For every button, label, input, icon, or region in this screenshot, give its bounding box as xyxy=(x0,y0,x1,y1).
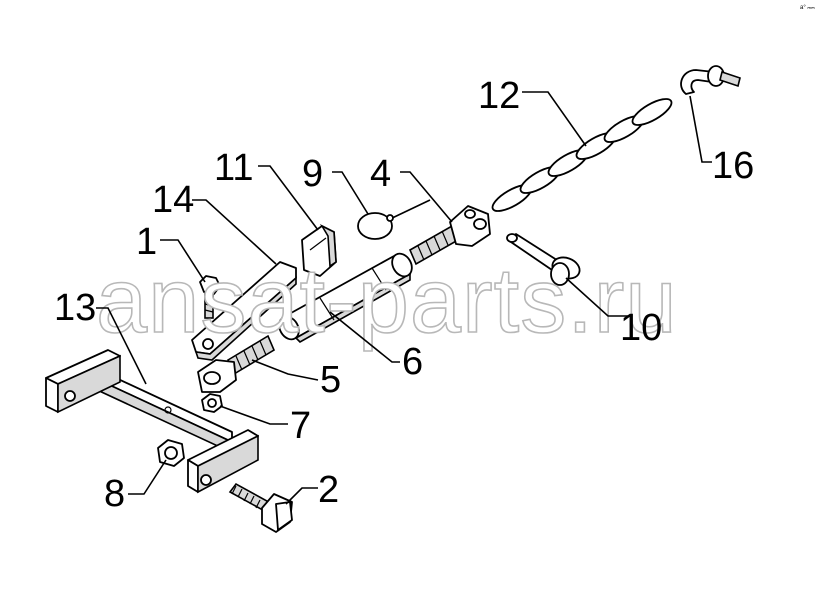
leader-lines xyxy=(96,91,712,505)
label-part-7: 7 xyxy=(290,405,311,447)
shackle xyxy=(680,65,741,95)
turnbuckle-sleeve xyxy=(278,252,413,343)
spring-clip xyxy=(301,224,337,277)
label-part-10: 10 xyxy=(620,307,662,349)
label-part-16: 16 xyxy=(712,145,754,187)
threaded-fork-rod xyxy=(408,205,491,266)
label-part-4: 4 xyxy=(370,153,391,195)
label-part-1: 1 xyxy=(136,221,157,263)
callout-labels: 1 2 4 5 6 7 8 9 10 11 12 13 14 16 xyxy=(54,75,754,515)
label-part-12: 12 xyxy=(478,75,520,117)
label-part-5: 5 xyxy=(320,359,341,401)
label-part-8: 8 xyxy=(104,473,125,515)
bolt-small xyxy=(199,275,221,319)
threaded-eye-rod xyxy=(197,334,276,393)
strap-plate xyxy=(191,261,297,361)
nut-large xyxy=(157,439,185,467)
watermark-text: ansat-parts.ru xyxy=(96,250,678,352)
label-part-14: 14 xyxy=(152,179,194,221)
label-part-9: 9 xyxy=(302,153,323,195)
nut-small xyxy=(201,393,223,413)
label-part-2: 2 xyxy=(318,469,339,511)
corner-mark: a° ₘₘ xyxy=(800,5,815,11)
label-part-11: 11 xyxy=(214,147,253,189)
label-part-6: 6 xyxy=(402,341,423,383)
clevis-pin xyxy=(506,233,581,286)
ring-pin xyxy=(357,199,431,240)
label-part-13: 13 xyxy=(54,287,96,329)
chain xyxy=(491,98,673,212)
bracket-frame xyxy=(45,349,259,494)
bolt-large xyxy=(228,482,293,533)
